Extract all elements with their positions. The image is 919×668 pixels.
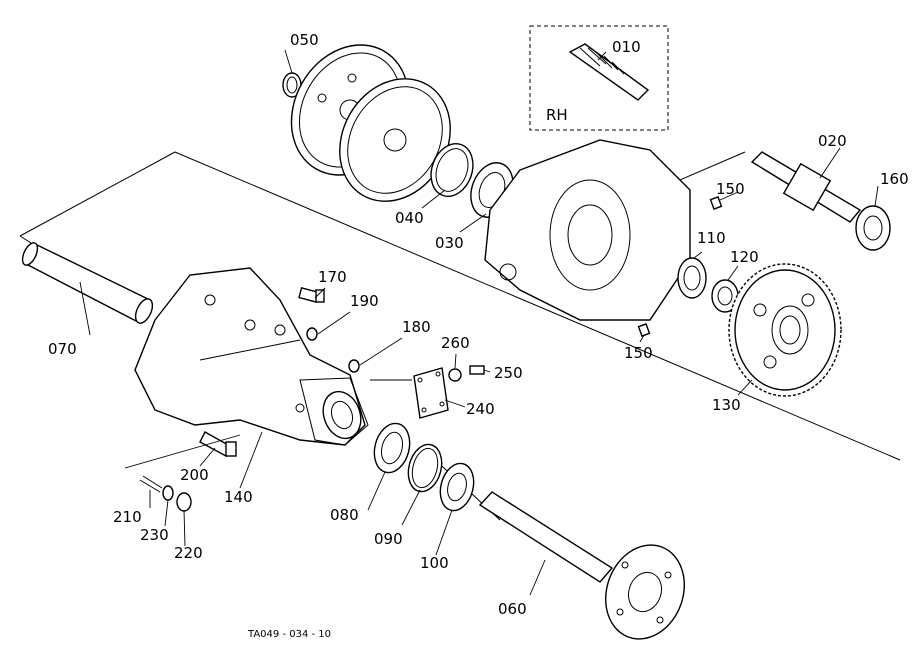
label-160[interactable]: 160 (880, 170, 909, 188)
label-170[interactable]: 170 (318, 268, 347, 286)
part-060-axle[interactable] (478, 491, 697, 650)
part-010-drawing[interactable] (568, 43, 650, 101)
part-130-gear[interactable] (728, 263, 842, 397)
housing-cover[interactable] (484, 139, 691, 321)
part-260-nut[interactable] (448, 368, 462, 382)
label-230[interactable]: 230 (140, 526, 169, 544)
label-260[interactable]: 260 (441, 334, 470, 352)
label-220[interactable]: 220 (174, 544, 203, 562)
label-140[interactable]: 140 (224, 488, 253, 506)
label-020[interactable]: 020 (818, 132, 847, 150)
part-020-shaft[interactable] (750, 151, 862, 223)
part-070-tube[interactable] (19, 241, 155, 326)
label-110[interactable]: 110 (697, 229, 726, 247)
label-120[interactable]: 120 (730, 248, 759, 266)
part-090-snap-ring[interactable] (403, 441, 446, 496)
part-080-seal[interactable] (369, 419, 415, 476)
label-210[interactable]: 210 (113, 508, 142, 526)
part-150-pin-lower[interactable] (637, 323, 651, 337)
part-170-bolt[interactable] (298, 286, 325, 304)
label-150-upper[interactable]: 150 (716, 180, 745, 198)
label-080[interactable]: 080 (330, 506, 359, 524)
part-140-axle-housing[interactable] (134, 267, 369, 446)
part-190-plug[interactable] (348, 359, 360, 373)
label-090[interactable]: 090 (374, 530, 403, 548)
part-160-bearing[interactable] (855, 205, 891, 251)
label-150-lower[interactable]: 150 (624, 344, 653, 362)
label-060[interactable]: 060 (498, 600, 527, 618)
part-labels: 050 010 RH 020 160 150 040 030 110 120 1… (48, 31, 909, 640)
part-240-plate[interactable] (413, 367, 449, 419)
part-250-bolt[interactable] (469, 365, 485, 375)
label-180[interactable]: 200 (180, 466, 209, 484)
part-230-washer[interactable] (162, 485, 174, 501)
label-240[interactable]: 240 (466, 400, 495, 418)
label-130[interactable]: 130 (712, 396, 741, 414)
label-030[interactable]: 030 (435, 234, 464, 252)
part-180-bolt[interactable] (199, 431, 237, 457)
label-100[interactable]: 100 (420, 554, 449, 572)
part-200-washer[interactable] (306, 327, 318, 341)
leader-lines (79, 49, 879, 596)
label-250[interactable]: 250 (494, 364, 523, 382)
part-100-bearing[interactable] (435, 460, 478, 515)
label-010[interactable]: 010 (612, 38, 641, 56)
part-150-pin-upper[interactable] (709, 196, 723, 210)
label-040[interactable]: 040 (395, 209, 424, 227)
part-220-nut[interactable] (176, 492, 192, 512)
label-190[interactable]: 180 (402, 318, 431, 336)
label-rh: RH (546, 106, 568, 124)
label-070[interactable]: 070 (48, 340, 77, 358)
drawing-code: TA049 - 034 - 10 (247, 629, 331, 640)
part-210-stud[interactable] (139, 475, 163, 493)
label-200[interactable]: 190 (350, 292, 379, 310)
part-110-bearing[interactable] (677, 257, 707, 299)
rh-inset-box (529, 25, 669, 131)
label-050[interactable]: 050 (290, 31, 319, 49)
